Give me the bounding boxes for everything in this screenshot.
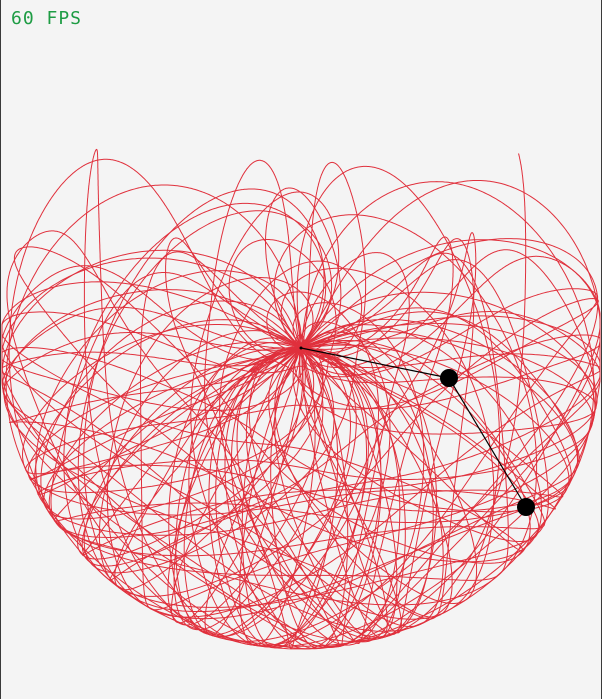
trail-segment [1, 210, 598, 644]
trail-segment [1, 238, 601, 648]
trail-segment [1, 230, 597, 648]
fps-counter: 60 FPS [11, 8, 83, 29]
pendulum-trail [1, 148, 601, 650]
trail-segment [2, 165, 599, 632]
pendulum-bob-upper [440, 369, 458, 387]
trail-segment [37, 188, 597, 638]
pendulum-rod-lower [448, 377, 527, 508]
trail-segment [1, 187, 601, 650]
trail-segment [1, 158, 601, 647]
pendulum-pivot [299, 346, 303, 350]
pendulum-rod-upper [300, 347, 450, 379]
pendulum-bob-lower [517, 498, 535, 516]
trail-segment [1, 159, 595, 650]
